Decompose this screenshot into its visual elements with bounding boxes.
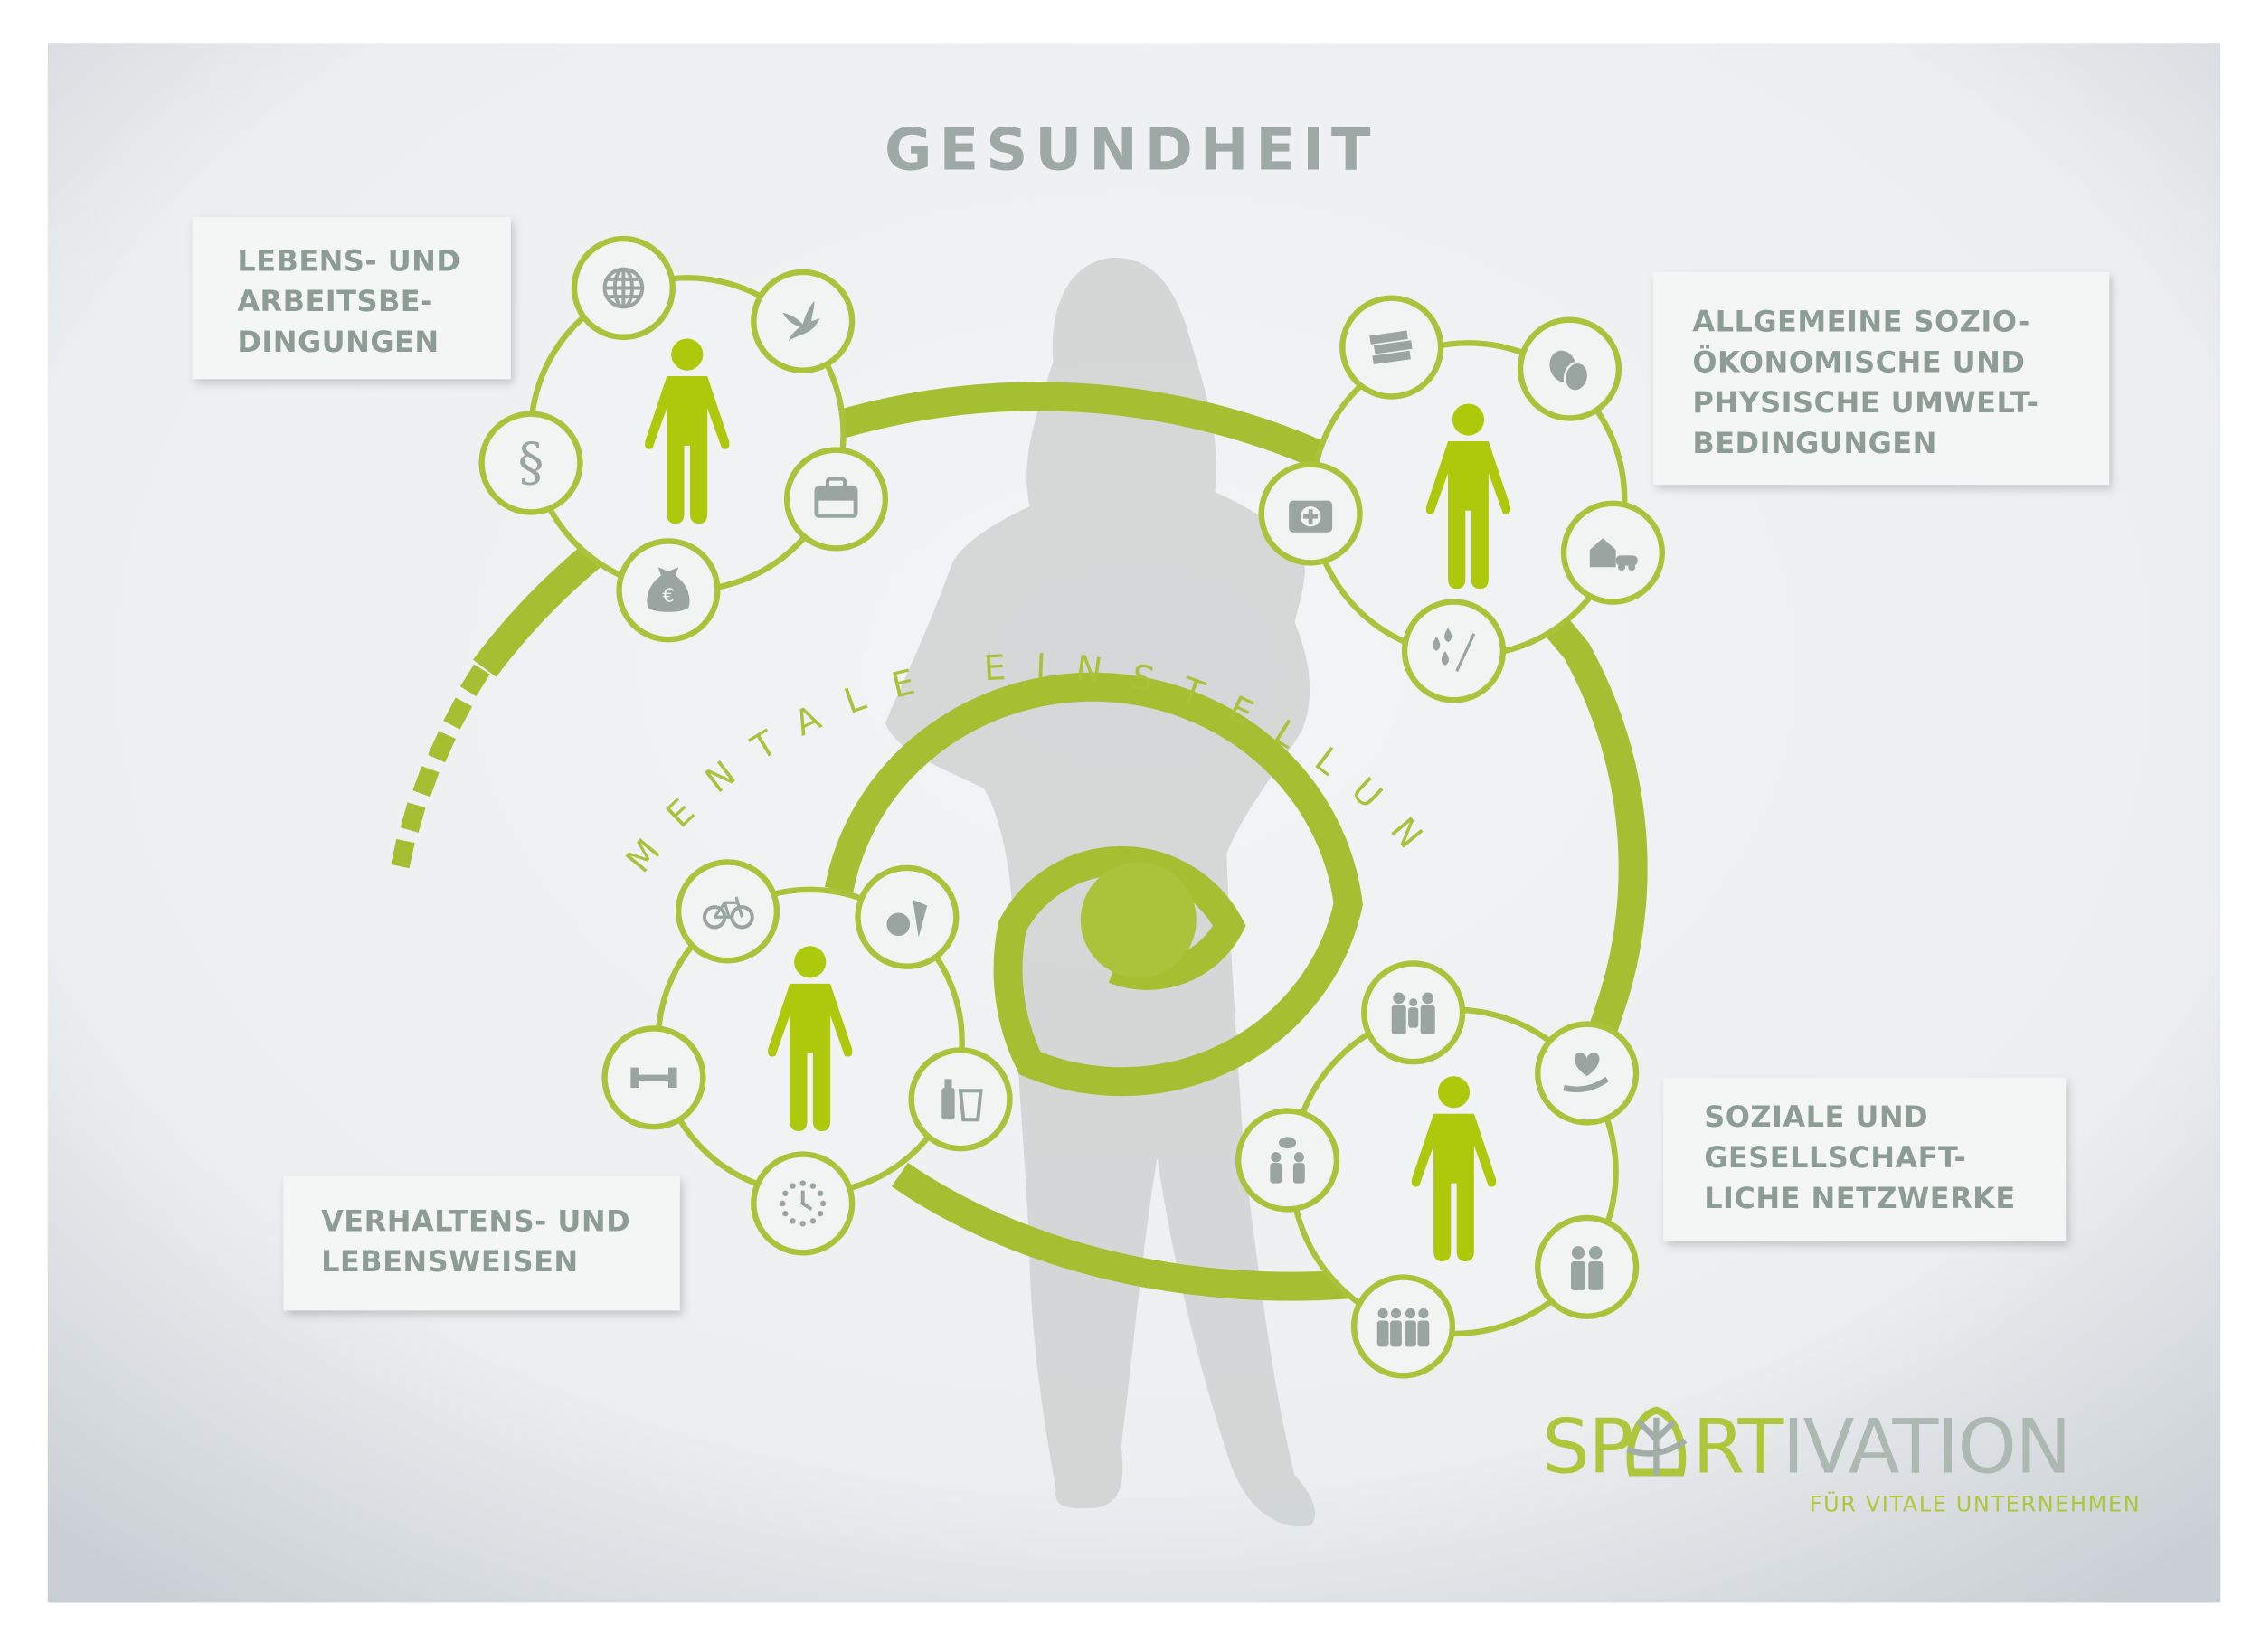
person-icon [645,338,730,524]
first-aid-kit-icon [1258,461,1363,566]
briefcase-icon [783,447,889,552]
cluster-netzwerke [1235,960,1640,1379]
box-line: ÖKONOMISCHE UND [1692,345,2025,379]
label-box-lebens-arbeitsbedingungen [192,217,511,380]
cluster-lebensweisen [601,859,1013,1256]
svg-text:ALLGEMEINE SOZIO-ÖKONOMISCHE U: ALLGEMEINE SOZIO- ÖKONOMISCHE UND PHYSISCH… [1692,304,2039,459]
spartivation-logo: SP RTIVATION FÜR VITALE UNTERNEHMEN [1542,1402,2142,1517]
box-line: LICHE NETZWERKE [1704,1181,2016,1215]
label-box-umweltbedingungen [1653,271,2110,486]
box-line: SOZIALE UND [1704,1100,1928,1134]
spiral [473,382,1648,1301]
logo-part: IVATION [1783,1402,2070,1490]
logo-tagline: FÜR VITALE UNTERNEHMEN [1810,1491,2142,1517]
dash-segment [428,731,456,763]
svg-text:SP: SP [1542,1402,1632,1490]
cluster-umweltbedingungen [1258,295,1666,703]
dash-segment [400,802,426,833]
svg-text:€: € [662,585,674,607]
box-line: PHYSISCHE UMWELT- [1692,385,2039,420]
family-icon [1361,960,1466,1065]
bicycle-icon [675,859,780,964]
books-icon [1339,295,1444,400]
money-bag-icon: € [616,538,721,643]
dash-segment [443,697,473,730]
conversation-icon [1235,1108,1340,1213]
box-line: ARBEITSBE- [237,284,433,318]
house-car-icon [1560,500,1666,605]
person-icon [1411,1076,1497,1261]
logo-arch-figure [1626,1406,1687,1477]
box-line: GESELLSCHAFT- [1704,1140,1966,1175]
person-icon [768,946,853,1131]
svg-text:RTIVATION: RTIVATION [1692,1402,2070,1490]
label-box-lebensweisen [283,1175,680,1311]
box-line: VERHALTENS- UND [321,1204,630,1238]
group-icon [1350,1274,1456,1379]
logo-part: SP [1542,1402,1632,1490]
box-line: ALLGEMEINE SOZIO- [1692,304,2029,338]
clock-icon [751,1151,856,1256]
dash-segment [412,766,440,798]
person-icon [1425,403,1511,590]
box-line: BEDINGUNGEN [1692,426,1936,460]
box-line: LEBENS- UND [237,243,460,278]
paragraph-icon: § [478,411,583,515]
globe-icon [571,235,676,341]
spiral-dashes [391,664,490,869]
label-box-netzwerke [1663,1077,2067,1241]
dove-icon [751,269,856,373]
page-title: GESUNDHEIT [885,117,1378,184]
logo-part: RT [1692,1402,1784,1490]
bottle-glass-icon [908,1047,1013,1152]
cluster-lebens-arbeitsbedingungen: §€ [478,235,889,643]
box-line: LEBENSWEISEN [321,1244,579,1279]
fruit-vegetable-icon [855,864,960,969]
dash-segment [391,838,415,869]
heart-hand-icon [1535,1021,1640,1126]
svg-text:§: § [518,432,544,493]
theater-masks-icon [1517,316,1622,421]
water-grain-icon [1401,599,1507,703]
couple-icon [1535,1214,1640,1319]
dumbbell-icon [601,1025,706,1130]
box-line: DINGUNGEN [237,325,439,359]
dash-segment [459,664,490,697]
